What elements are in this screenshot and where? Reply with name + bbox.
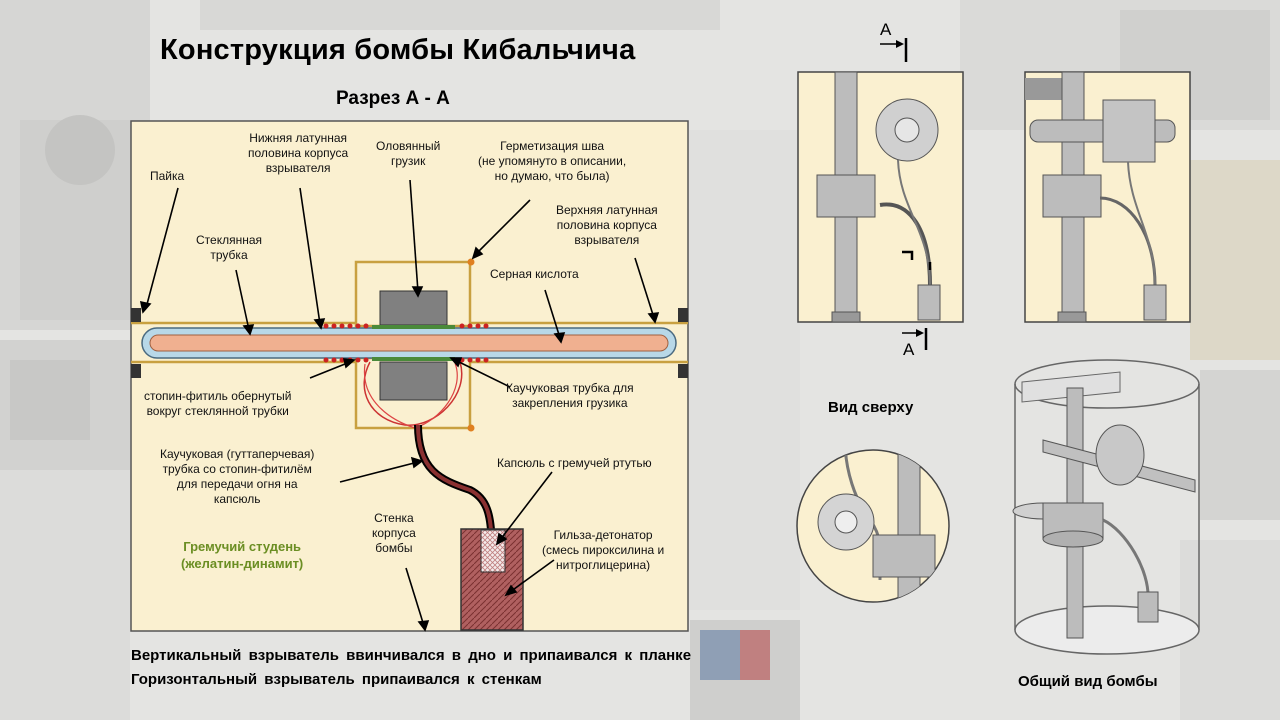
stopin-fuse-coils: [323, 323, 489, 363]
label-tin-weight: Оловянный грузик: [376, 139, 441, 168]
side-views: [796, 38, 1200, 655]
rubber-tube-green-top: [372, 325, 455, 329]
caption-general-view: Общий вид бомбы: [1018, 673, 1158, 690]
tin-weight-bottom: [379, 361, 448, 401]
label-solder: Пайка: [150, 169, 185, 183]
label-seam-seal: Герметизация шва (не упомянуто в описани…: [478, 139, 627, 183]
label-gelatin-dynamite: Гремучий студень (желатин-динамит): [181, 539, 304, 571]
label-upper-brass: Верхняя латунная половина корпуса взрыва…: [556, 203, 658, 247]
label-rubber-tube-weight: Каучуковая трубка для закрепления грузик…: [506, 381, 634, 410]
section-title: Разрез А - А: [336, 88, 450, 109]
label-sulfuric-acid: Серная кислота: [490, 267, 579, 281]
sulfuric-acid-fill: [149, 334, 669, 352]
bottom-text-line-1: Вертикальный взрыватель ввинчивался в дн…: [131, 647, 692, 664]
section-mark-top: А: [880, 20, 892, 39]
solder-left-top: [131, 308, 141, 322]
caption-top-view: Вид сверху: [828, 399, 914, 416]
label-glass-tube: Стеклянная трубка: [196, 233, 263, 262]
label-mercury-capsule: Капсюль с гремучей ртутью: [497, 456, 652, 470]
label-gutta-tube: Каучуковая (гуттаперчевая) трубка со сто…: [160, 447, 315, 506]
cylinder-bottom: [1014, 605, 1200, 655]
bottom-text-line-2: Горизонтальный взрыватель припаивался к …: [131, 671, 542, 688]
slide-title: Конструкция бомбы Кибальчича: [160, 34, 636, 66]
solder-right-top: [678, 308, 688, 322]
cross-section-diagram: [130, 120, 689, 632]
tin-weight-top: [379, 290, 448, 326]
stopin-loop: [363, 361, 463, 426]
solder-left-bottom: [131, 364, 141, 378]
section-mark-bottom: А: [903, 340, 915, 359]
label-detonator-sleeve: Гильза-детонатор (смесь пироксилина и ни…: [542, 528, 665, 572]
solder-right-bottom: [678, 364, 688, 378]
label-lower-brass: Нижняя латунная половина корпуса взрыват…: [248, 131, 349, 175]
rubber-tube-green-bottom: [372, 357, 455, 361]
label-stopin-wrapped: стопин-фитиль обернутый вокруг стеклянно…: [144, 389, 292, 418]
label-bomb-wall: Стенка корпуса бомбы: [372, 511, 416, 555]
leader-lines: [139, 179, 660, 632]
